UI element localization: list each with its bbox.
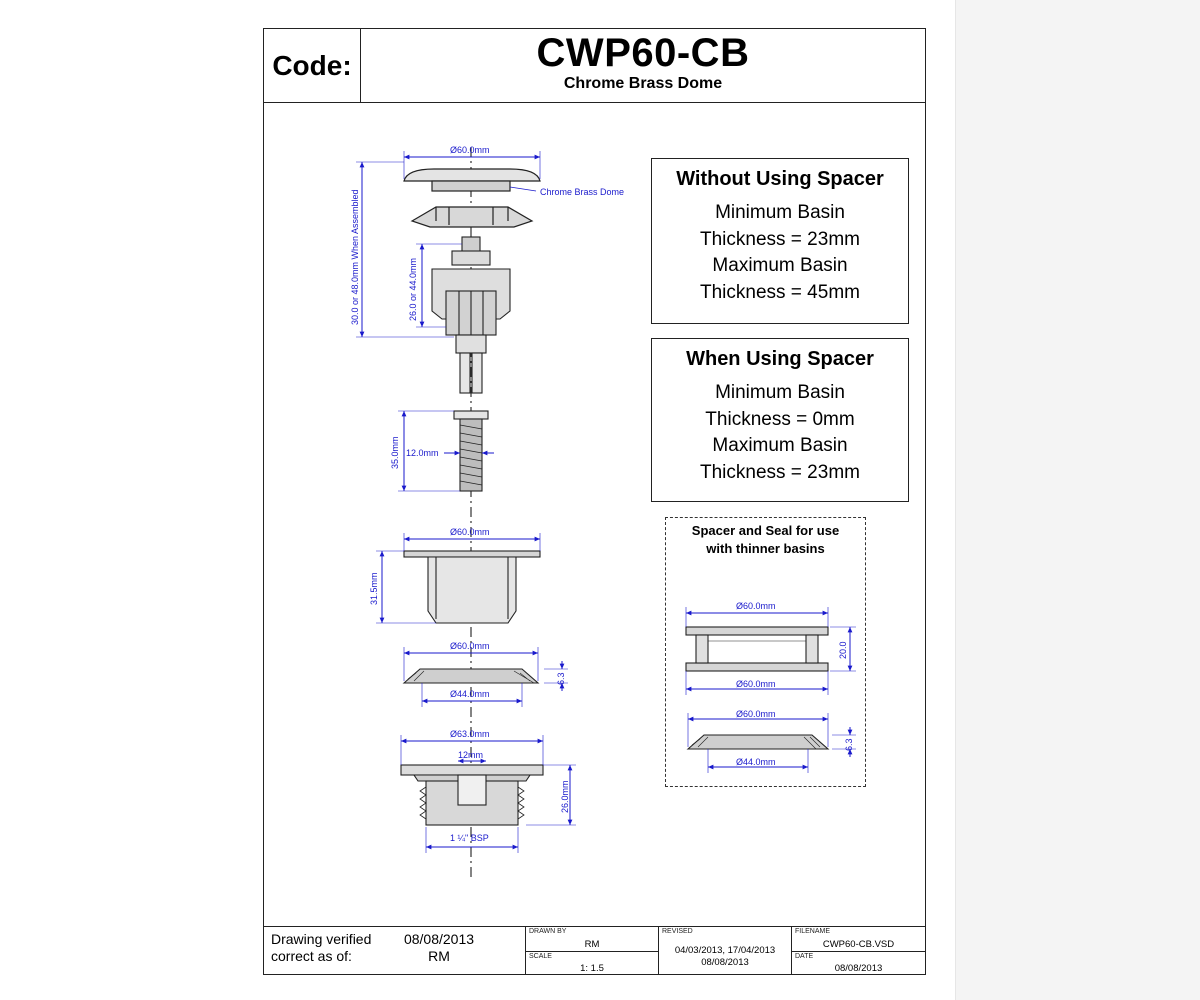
filename-date-cell: FILENAME CWP60-CB.VSD DATE 08/08/2013: [792, 927, 925, 975]
stud-dia-label: 12.0mm: [406, 448, 439, 458]
dome-dia-label: Ø60.0mm: [450, 145, 490, 155]
without-spacer-box: Without Using Spacer Minimum Basin Thick…: [651, 158, 909, 324]
dome-cap-part: [403, 168, 541, 228]
with-spacer-line: Thickness = 23mm: [700, 461, 860, 483]
scale-value: 1: 1.5: [580, 963, 604, 974]
verified-label-2: correct as of:: [271, 948, 352, 964]
seal-inner-label: Ø44.0mm: [450, 689, 490, 699]
spacer-top-dia-label: Ø60.0mm: [736, 601, 776, 611]
thin-seal-inner-label: Ø44.0mm: [736, 757, 776, 767]
waste-height-label: 26.0mm: [560, 780, 570, 813]
with-spacer-line: Thickness = 0mm: [705, 408, 855, 430]
verified-date: 08/08/2013: [403, 931, 475, 947]
title-block-footer: Drawing verified correct as of: 08/08/20…: [264, 926, 925, 977]
spacer-panel-title-line1: Spacer and Seal for use: [691, 523, 840, 538]
spacer-part: [685, 626, 829, 672]
exploded-view-drawing: Ø60.0mm Chrome Brass Dome 30.0 or 48.0mm…: [350, 145, 856, 877]
seal-thickness-label: 6.3: [556, 672, 566, 685]
dome-callout-label: Chrome Brass Dome: [540, 187, 624, 197]
thin-seal-thickness-label: 6.3: [844, 738, 854, 751]
spacer-bottom-dia-label: Ø60.0mm: [736, 679, 776, 689]
spacer-height-label: 20.0: [838, 641, 848, 659]
seal-washer-part: [402, 668, 540, 684]
flange-dia-label: Ø63.0mm: [450, 729, 490, 739]
verified-by: RM: [428, 948, 450, 964]
code-label-box: Code:: [264, 29, 361, 103]
verification-cell: Drawing verified correct as of: 08/08/20…: [264, 927, 526, 975]
without-spacer-line: Thickness = 23mm: [700, 228, 860, 250]
bore-dia-label: 12mm: [458, 750, 483, 760]
seal-outer-label: Ø60.0mm: [450, 641, 490, 651]
filename-label: FILENAME: [795, 928, 831, 935]
page-margin: [955, 0, 1200, 1000]
mechanism-height-label: 26.0 or 44.0mm: [408, 258, 418, 321]
spacer-seal-panel: Spacer and Seal for use with thinner bas…: [665, 517, 866, 787]
thin-seal-part: [686, 734, 830, 750]
date-label: DATE: [795, 953, 814, 960]
thin-seal-outer-label: Ø60.0mm: [736, 709, 776, 719]
threaded-stud-part: [453, 410, 489, 492]
filename-value: CWP60-CB.VSD: [822, 939, 895, 950]
code-label: Code:: [272, 50, 352, 81]
date-value: 08/08/2013: [834, 963, 883, 974]
title-block: CWP60-CB Chrome Brass Dome: [361, 29, 925, 103]
revised-cell: REVISED 04/03/2013, 17/04/2013 08/08/201…: [659, 927, 792, 975]
without-spacer-heading: Without Using Spacer: [676, 168, 884, 190]
drawn-by-label: DRAWN BY: [529, 928, 567, 935]
revised-label: REVISED: [662, 928, 693, 935]
revised-dates: 04/03/2013, 17/04/2013: [674, 945, 776, 956]
spacer-panel-title-line2: with thinner basins: [706, 541, 825, 556]
drawn-by-value: RM: [584, 939, 600, 950]
revised-date-2: 08/08/2013: [701, 957, 749, 968]
without-spacer-line: Thickness = 45mm: [700, 281, 860, 303]
body-height-label: 31.5mm: [369, 572, 379, 605]
stud-length-label: 35.0mm: [390, 436, 400, 469]
with-spacer-line: Minimum Basin: [715, 382, 845, 403]
verified-label-1: Drawing verified: [271, 931, 372, 947]
assembled-height-label: 30.0 or 48.0mm When Assembled: [350, 189, 360, 325]
drawn-scale-cell: DRAWN BY RM SCALE 1: 1.5: [526, 927, 659, 975]
scale-label: SCALE: [529, 953, 552, 960]
without-spacer-line: Minimum Basin: [715, 202, 845, 223]
with-spacer-heading: When Using Spacer: [686, 348, 874, 370]
product-name: Chrome Brass Dome: [563, 75, 723, 92]
waste-body-part: [400, 764, 544, 826]
thread-label: 1 ¼" BSP: [450, 833, 489, 843]
without-spacer-line: Maximum Basin: [712, 255, 848, 276]
spacer-panel-title: Spacer and Seal for use with thinner bas…: [666, 522, 865, 558]
with-spacer-line: Maximum Basin: [712, 435, 848, 456]
product-code: CWP60-CB: [536, 31, 750, 75]
header-divider: [264, 102, 925, 103]
basin-body-part: [403, 550, 541, 624]
with-spacer-box: When Using Spacer Minimum Basin Thicknes…: [651, 338, 909, 502]
body-dia-label: Ø60.0mm: [450, 527, 490, 537]
pop-up-mechanism-part: [431, 236, 511, 394]
drawing-sheet: Code: CWP60-CB Chrome Brass Dome Ø60.0mm: [263, 28, 926, 975]
